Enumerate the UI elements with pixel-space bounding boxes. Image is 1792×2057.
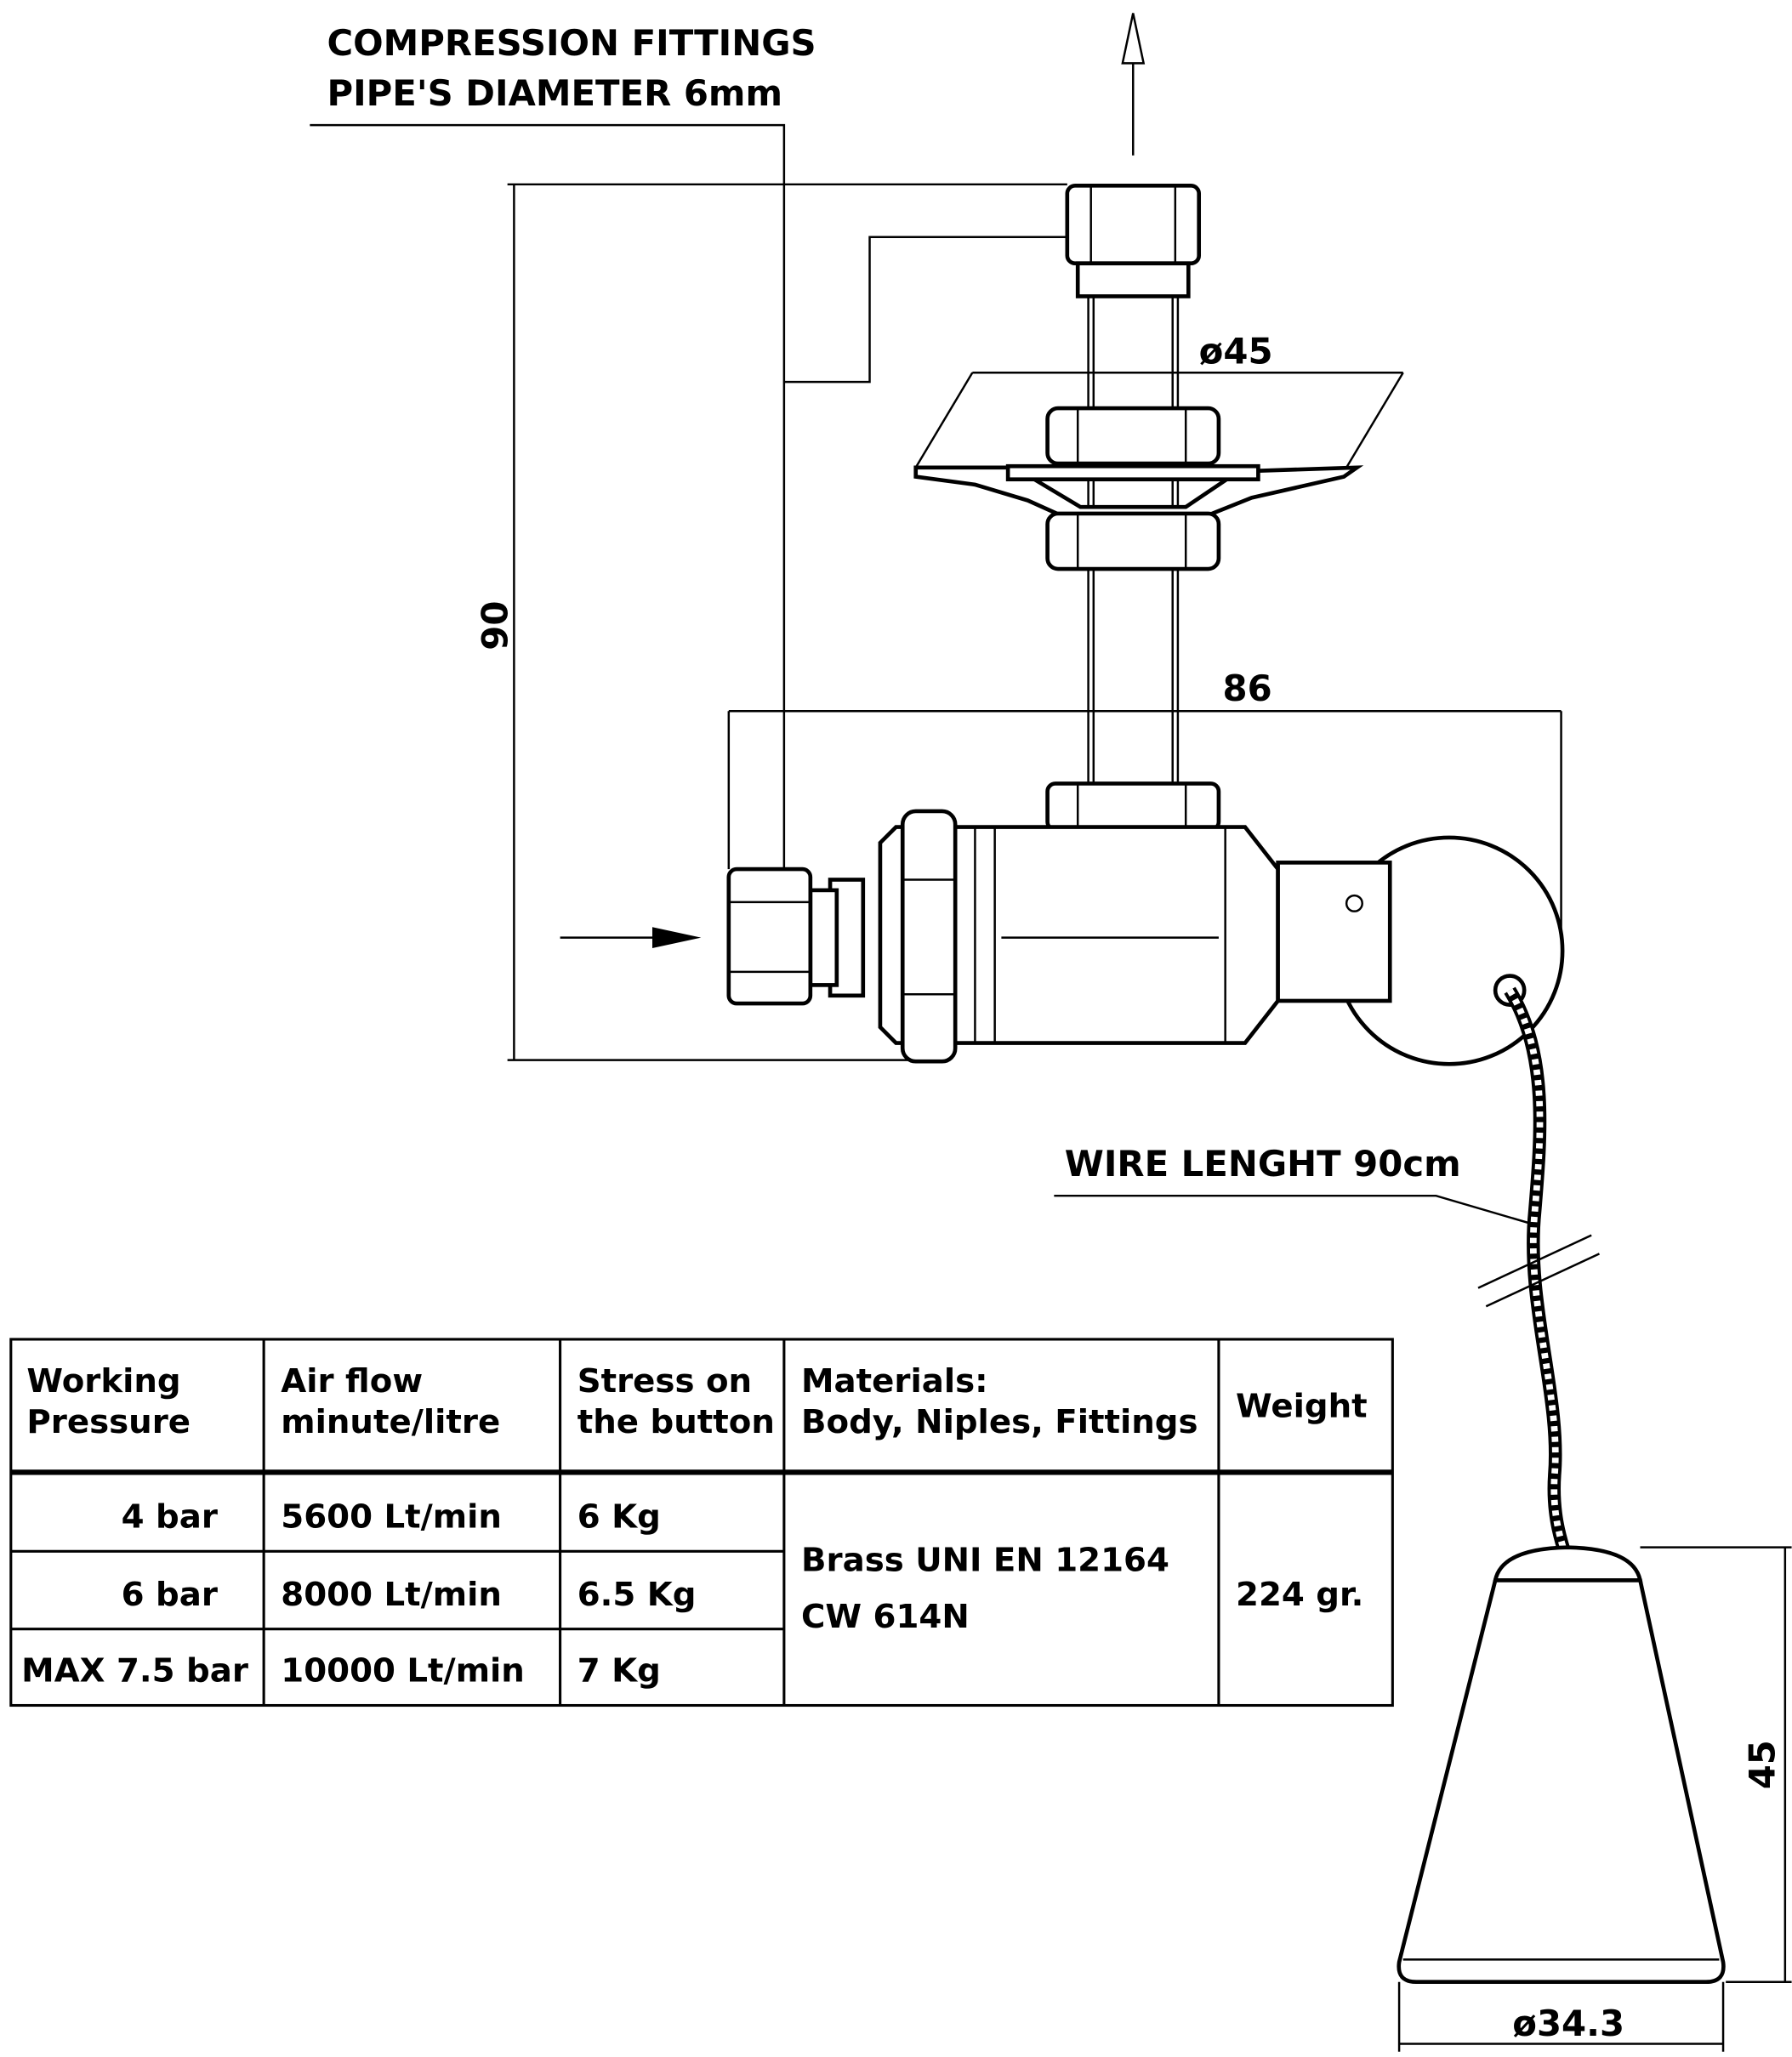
cell-airflow: 8000 Lt/min xyxy=(281,1576,502,1614)
cell-material-line1: Brass UNI EN 12164 xyxy=(801,1542,1169,1580)
header-air-flow-2: minute/litre xyxy=(281,1403,500,1441)
cell-pressure: 4 bar xyxy=(122,1497,218,1536)
cell-stress: 7 Kg xyxy=(577,1652,661,1690)
valve-body xyxy=(726,781,1392,1064)
header-working-pressure-2: Pressure xyxy=(26,1403,191,1441)
fittings-callout-line2: PIPE'S DIAMETER 6mm xyxy=(327,72,782,114)
header-stress-2: the button xyxy=(577,1403,775,1441)
table-header: Working Pressure Air flow minute/litre S… xyxy=(26,1362,1367,1441)
dim-height-label: 90 xyxy=(475,601,516,651)
pull-weight xyxy=(1397,1545,1726,1985)
dim-weight-diameter-label: ø34.3 xyxy=(1512,2003,1624,2044)
table-row: 6 bar 8000 Lt/min 6.5 Kg xyxy=(122,1576,697,1614)
dim-width-label: 86 xyxy=(1223,668,1272,709)
cell-material-line2: CW 614N xyxy=(801,1598,970,1636)
wire-callout: WIRE LENGHT 90cm xyxy=(1065,1143,1461,1185)
mounting-plate xyxy=(913,406,1364,571)
cell-weight: 224 gr. xyxy=(1236,1576,1363,1614)
dimension-weight-diameter: ø34.3 xyxy=(1397,1981,1725,2052)
dimension-weight-height: 45 xyxy=(1640,1546,1792,1983)
header-materials: Materials: xyxy=(801,1362,988,1401)
spec-table: Working Pressure Air flow minute/litre S… xyxy=(9,1338,1394,1708)
fittings-leader-line xyxy=(310,123,1067,870)
header-stress: Stress on xyxy=(577,1362,752,1401)
dimension-width: 86 xyxy=(727,668,1562,949)
cell-airflow: 5600 Lt/min xyxy=(281,1497,502,1536)
outlet-arrow-icon xyxy=(1121,13,1146,156)
cell-pressure: MAX 7.5 bar xyxy=(21,1652,248,1690)
inlet-arrow-icon xyxy=(560,927,702,949)
wire-leader-line xyxy=(1054,1194,1535,1226)
dimension-plate-diameter: ø45 xyxy=(914,330,1404,469)
header-weight: Weight xyxy=(1236,1387,1368,1425)
top-compression-fitting xyxy=(1065,184,1202,784)
header-air-flow: Air flow xyxy=(281,1362,423,1401)
wire-cable xyxy=(1477,974,1601,1556)
header-working-pressure: Working xyxy=(26,1362,180,1401)
cell-stress: 6.5 Kg xyxy=(577,1576,697,1614)
header-materials-2: Body, Niples, Fittings xyxy=(801,1403,1198,1441)
cell-stress: 6 Kg xyxy=(577,1497,661,1536)
dim-plate-label: ø45 xyxy=(1199,330,1273,372)
fittings-callout-line1: COMPRESSION FITTINGS xyxy=(327,22,816,64)
cell-pressure: 6 bar xyxy=(122,1576,218,1614)
dimension-height: 90 xyxy=(475,183,1067,1061)
dim-weight-height-label: 45 xyxy=(1741,1740,1783,1789)
cell-airflow: 10000 Lt/min xyxy=(281,1652,525,1690)
table-row: 4 bar 5600 Lt/min 6 Kg xyxy=(122,1497,661,1536)
table-row: MAX 7.5 bar 10000 Lt/min 7 Kg xyxy=(21,1652,661,1690)
